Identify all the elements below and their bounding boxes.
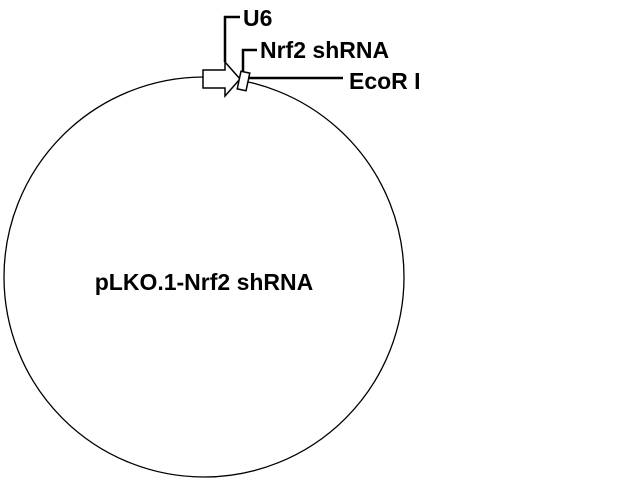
promoter-label: U6 (243, 5, 272, 31)
insert-box-icon (236, 70, 251, 92)
insert-leader-line (241, 48, 257, 72)
plasmid-name-label: pLKO.1-Nrf2 shRNA (95, 269, 314, 295)
site-label: EcoR I (349, 68, 421, 94)
insert-label: Nrf2 shRNA (260, 37, 389, 63)
promoter-arrow-icon (202, 60, 242, 98)
promoter-leader-line (223, 15, 240, 62)
